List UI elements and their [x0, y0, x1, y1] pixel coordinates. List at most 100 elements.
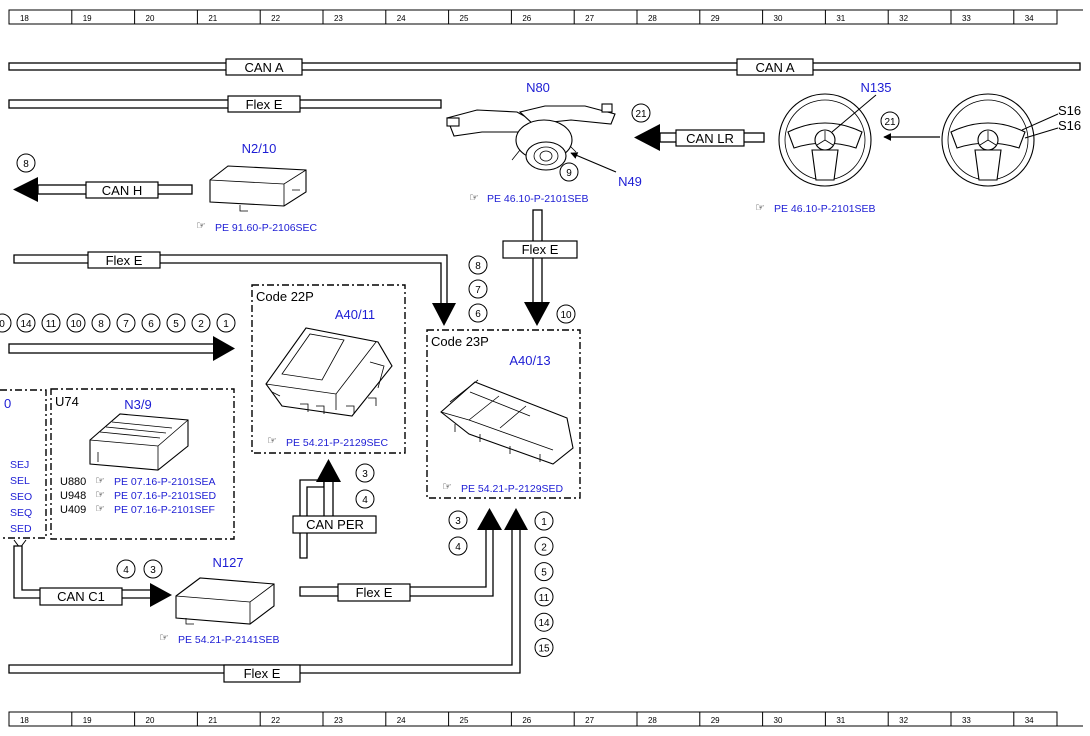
circle-row-left-item-ring — [116, 313, 136, 333]
n3-9-label: N3/9 — [124, 397, 151, 412]
bottom-ruler-label: 33 — [962, 716, 971, 725]
circle-col-right-item-ring — [534, 562, 554, 582]
u74-reference-list: U880 ☞ PE 07.16-P-2101SEA U948 ☞ PE 07.1… — [60, 475, 217, 516]
a40-13-ref: PE 54.21-P-2129SED — [461, 483, 564, 495]
circle-row-left-item-ring — [16, 313, 36, 333]
can-c1-label: CAN C1 — [57, 589, 105, 604]
n2-10-ref: PE 91.60-P-2106SEC — [215, 222, 318, 234]
can-a-label-2: CAN A — [755, 60, 794, 75]
circle-21a: 21 — [635, 109, 647, 120]
a40-11-ref: PE 54.21-P-2129SEC — [286, 437, 389, 449]
flex-e-bottom-label: Flex E — [244, 666, 281, 681]
circle-col-right-item: 2 — [541, 542, 547, 553]
circle-col-mid-item: 7 — [475, 285, 481, 296]
bottom-ruler-label: 30 — [774, 716, 783, 725]
u948-label: U948 — [60, 490, 86, 502]
circle-row-left-item: 2 — [198, 319, 204, 330]
code-23p-label: Code 23P — [431, 334, 489, 349]
a40-13-label: A40/13 — [509, 353, 550, 368]
circle-row-left-item: 8 — [98, 319, 104, 330]
flex-e-bottom-bus: Flex E — [8, 508, 528, 683]
n127-module — [175, 577, 275, 625]
u74-box — [50, 388, 235, 540]
code-23p-box — [426, 329, 581, 499]
bottom-ruler-label: 25 — [460, 716, 469, 725]
circle-row-left-item: 11 — [46, 319, 57, 330]
book-icon-n135: ☞ — [755, 202, 765, 214]
circle-4a: 4 — [362, 495, 368, 506]
can-h-label: CAN H — [102, 183, 142, 198]
circle-21b: 21 — [884, 117, 896, 128]
bottom-ruler-label: 32 — [899, 716, 908, 725]
circle-row-left-item: 5 — [173, 319, 179, 330]
can-lr-label: CAN LR — [686, 131, 734, 146]
circle-col-mid-item-ring — [468, 303, 488, 323]
circle-4c: 4 — [123, 565, 129, 576]
n80-steering-column-module: N80 — [446, 80, 616, 171]
bottom-ruler-label: 31 — [836, 716, 845, 725]
can-c1-bus: CAN C1 — [13, 545, 172, 607]
can-a-label-box-1 — [225, 58, 303, 76]
circle-row-left-item-ring — [191, 313, 211, 333]
book-icon-u409: ☞ — [95, 503, 105, 515]
top-ruler-label: 33 — [962, 14, 971, 23]
left-bus-arrow — [8, 336, 235, 361]
top-ruler-label: 32 — [899, 14, 908, 23]
s16-steering-wheel — [941, 93, 1059, 187]
circle-3c: 3 — [150, 565, 156, 576]
circle-row-left-item-ring — [141, 313, 161, 333]
flex-e-mid-label: Flex E — [106, 253, 143, 268]
can-lr-bus: CAN LR — [634, 124, 765, 151]
circle-3a: 3 — [362, 469, 368, 480]
top-ruler-label: 28 — [648, 14, 657, 23]
circle-row-left-item-ring — [66, 313, 86, 333]
bottom-ruler-label: 18 — [20, 716, 29, 725]
circle-8a: 8 — [23, 159, 29, 170]
top-ruler-label: 30 — [774, 14, 783, 23]
n135-label: N135 — [860, 80, 891, 95]
bottom-ruler-label: 34 — [1025, 716, 1034, 725]
n127-ref: PE 54.21-P-2141SEB — [178, 634, 280, 646]
top-ruler-label: 29 — [711, 14, 720, 23]
circle-3b: 3 — [455, 516, 461, 527]
flex-e-low-bus: Flex E — [299, 508, 502, 602]
n135-ref: PE 46.10-P-2101SEB — [774, 203, 876, 215]
code-22p-box — [251, 284, 406, 454]
top-ruler-label: 25 — [460, 14, 469, 23]
circle-col-right-item-ring — [534, 511, 554, 531]
bottom-ruler-label: 22 — [271, 716, 280, 725]
bottom-ruler-label: 24 — [397, 716, 406, 725]
circle-row-left-item: 7 — [123, 319, 129, 330]
n2-10-module — [209, 165, 307, 212]
can-a-label-box-2 — [736, 58, 814, 76]
top-ruler-label: 27 — [585, 14, 594, 23]
can-a-label-1: CAN A — [244, 60, 283, 75]
circle-row-left-item-ring — [166, 313, 186, 333]
circle-col-mid-item-ring — [468, 255, 488, 275]
left-reference-item: SEQ — [10, 507, 32, 519]
circle-group-mid: 876 — [468, 255, 488, 323]
top-ruler-label: 18 — [20, 14, 29, 23]
circle-col-right-item: 15 — [538, 644, 550, 655]
a40-11-module — [265, 327, 393, 417]
circle-9: 9 — [566, 168, 572, 179]
book-icon: ☞ — [469, 192, 479, 204]
can-h-bus: CAN H — [13, 177, 193, 202]
bottom-ruler-label: 21 — [208, 716, 217, 725]
top-ruler-label: 23 — [334, 14, 343, 23]
top-ruler-label: 19 — [83, 14, 92, 23]
can-per-bus: CAN PER — [292, 459, 377, 559]
u948-ref: PE 07.16-P-2101SED — [114, 490, 217, 502]
bottom-ruler-label: 26 — [522, 716, 531, 725]
left-reference-item: SEL — [10, 475, 30, 487]
bottom-ruler-label: 27 — [585, 716, 594, 725]
circle-row-left-item-ring — [216, 313, 236, 333]
circle-row-left-item: 10 — [70, 319, 82, 330]
circle-col-right-item-ring — [534, 536, 554, 556]
